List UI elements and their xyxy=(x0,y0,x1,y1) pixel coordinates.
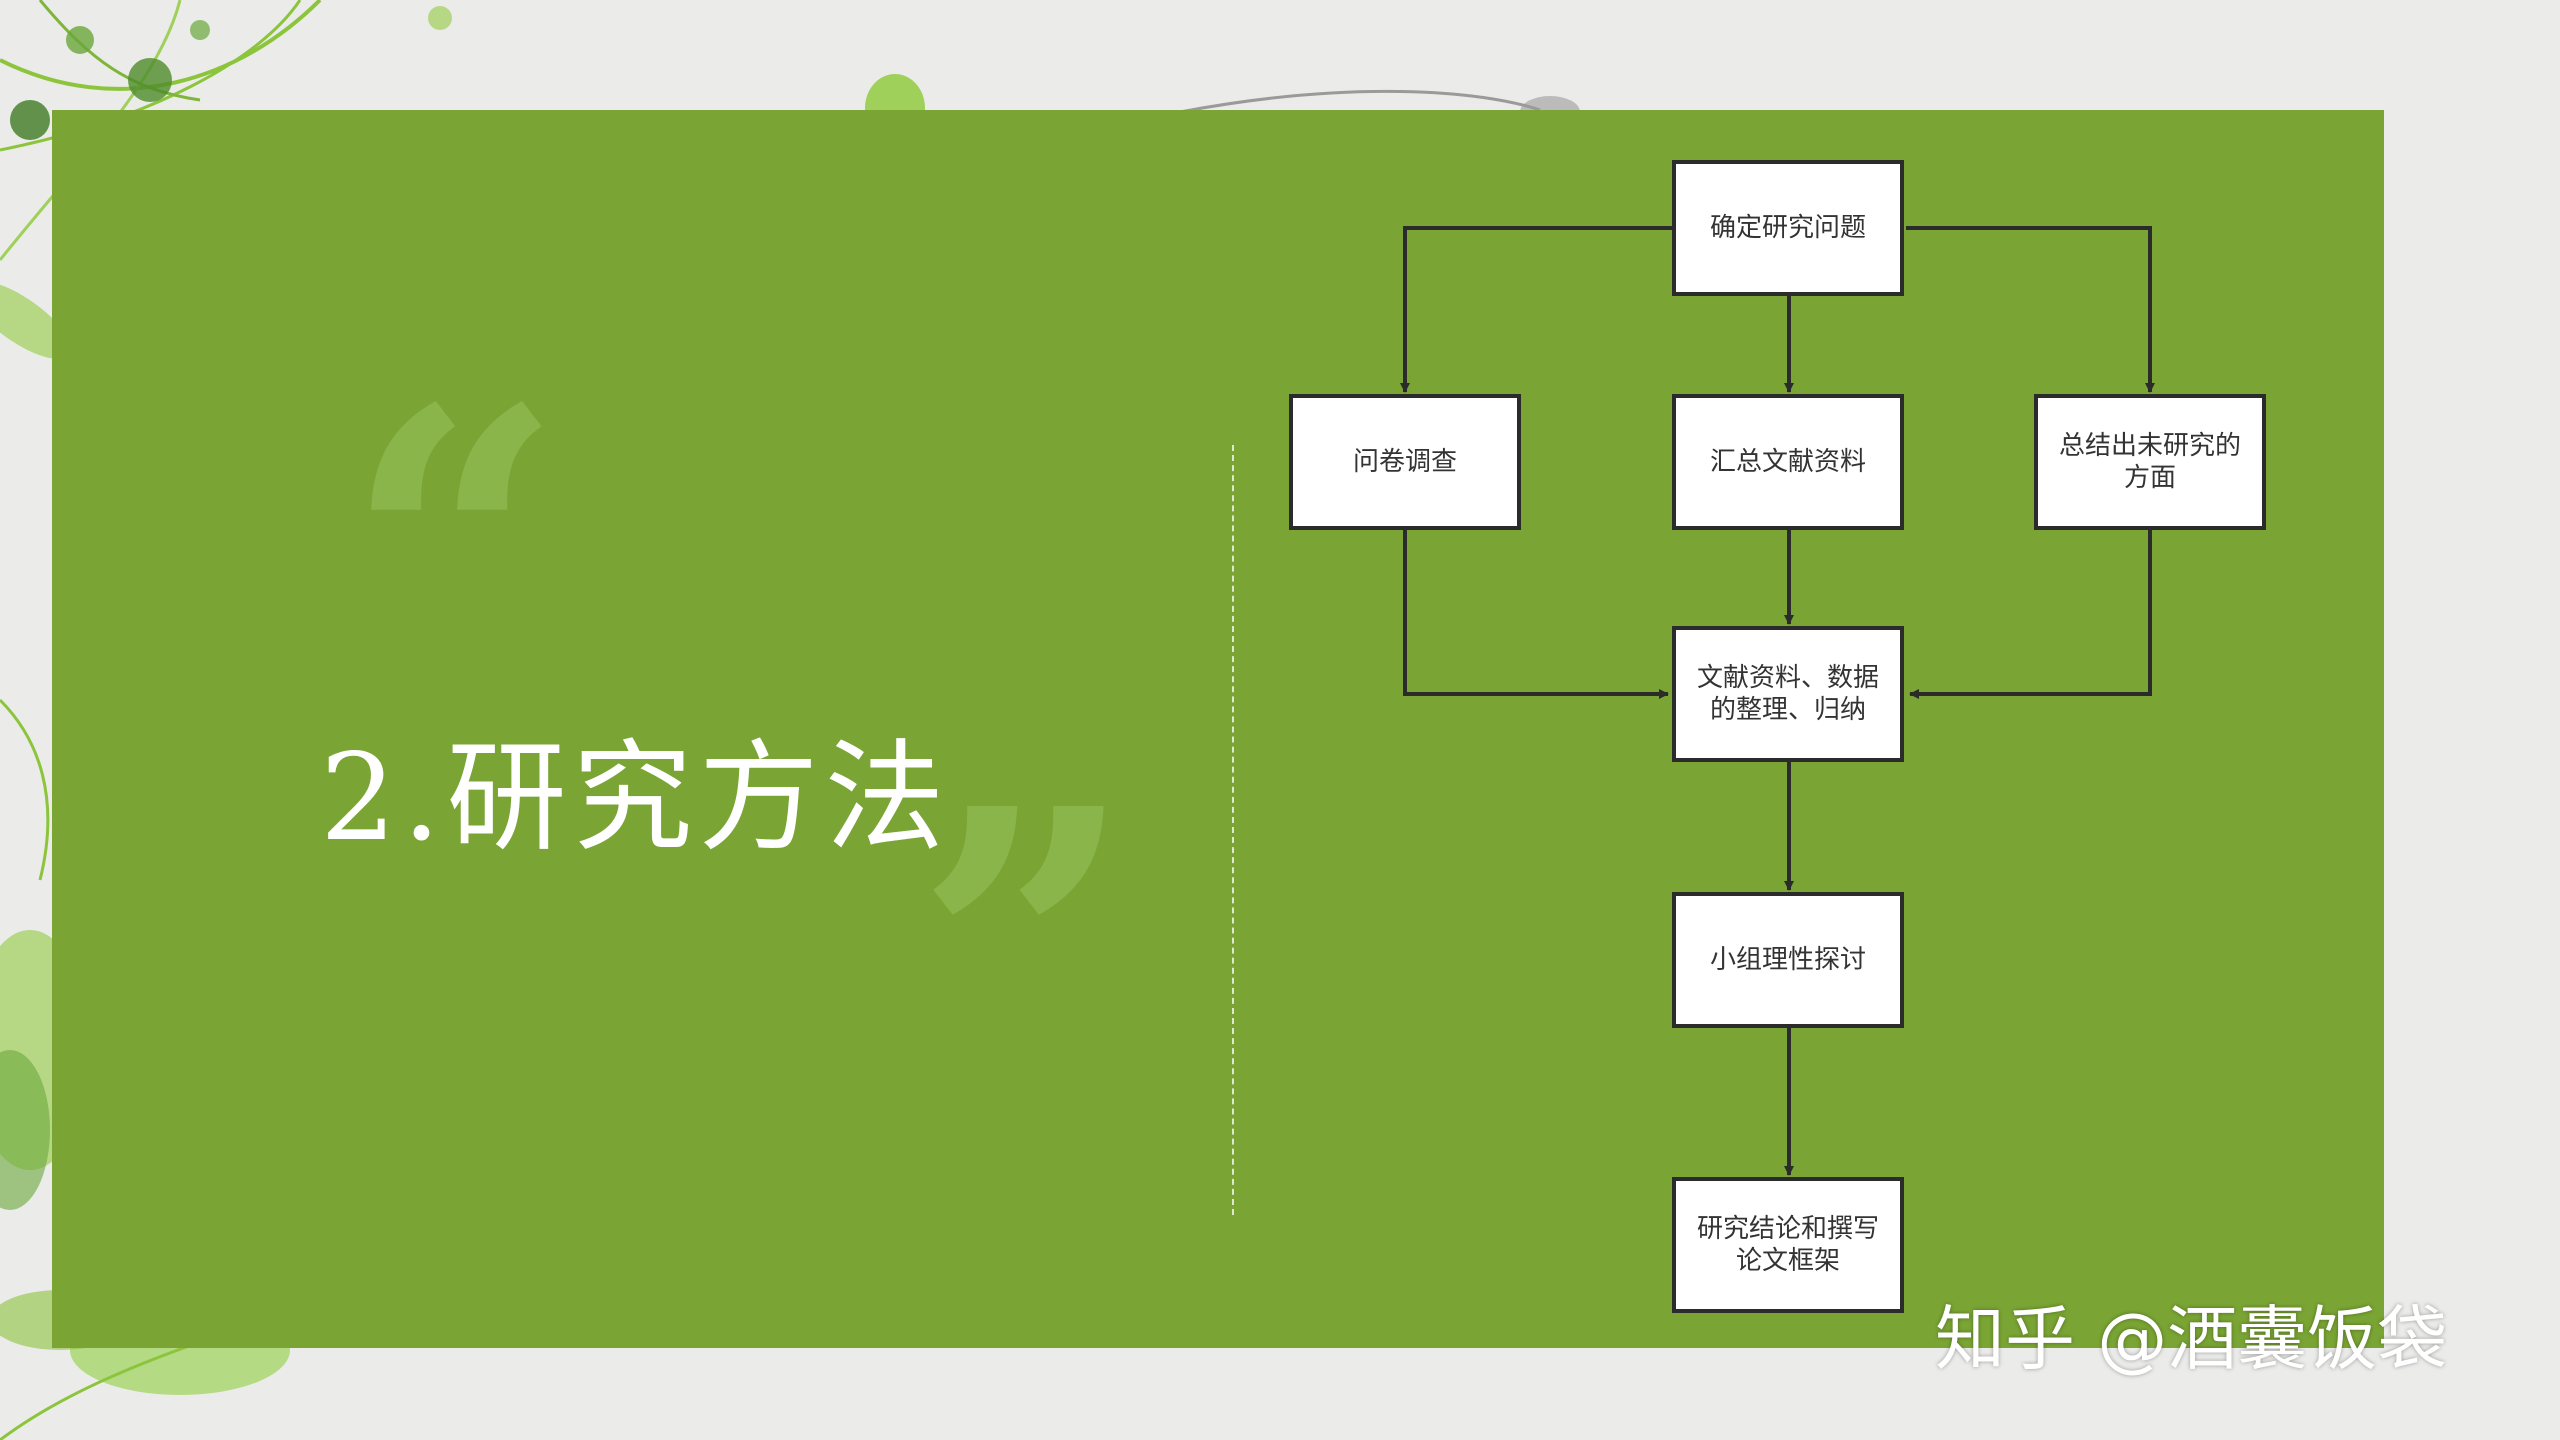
node-summarize-literature: 汇总文献资料 xyxy=(1672,394,1904,530)
node-conclusion-framework: 研究结论和撰写论文框架 xyxy=(1672,1177,1904,1313)
arrow-question-to-questionnaire xyxy=(1400,226,1672,393)
arrow-question-to-unstudied xyxy=(1906,226,2155,393)
close-quote-icon: ” xyxy=(915,726,1134,1173)
slide-content-panel xyxy=(52,110,2384,1348)
watermark: 知乎 @酒囊饭袋 xyxy=(1935,1298,2448,1380)
arrow-questionnaire-to-organize xyxy=(1403,530,1669,699)
section-title: 2.研究方法 xyxy=(320,729,951,868)
node-define-question: 确定研究问题 xyxy=(1672,160,1904,296)
node-summarize-unstudied: 总结出未研究的方面 xyxy=(2034,394,2266,530)
node-group-discussion: 小组理性探讨 xyxy=(1672,892,1904,1028)
open-quote-icon: “ xyxy=(345,326,564,773)
node-questionnaire: 问卷调查 xyxy=(1289,394,1521,530)
arrow-unstudied-to-organize xyxy=(1909,530,2152,699)
dashed-divider xyxy=(1232,445,1234,1215)
node-organize-data: 文献资料、数据的整理、归纳 xyxy=(1672,626,1904,762)
